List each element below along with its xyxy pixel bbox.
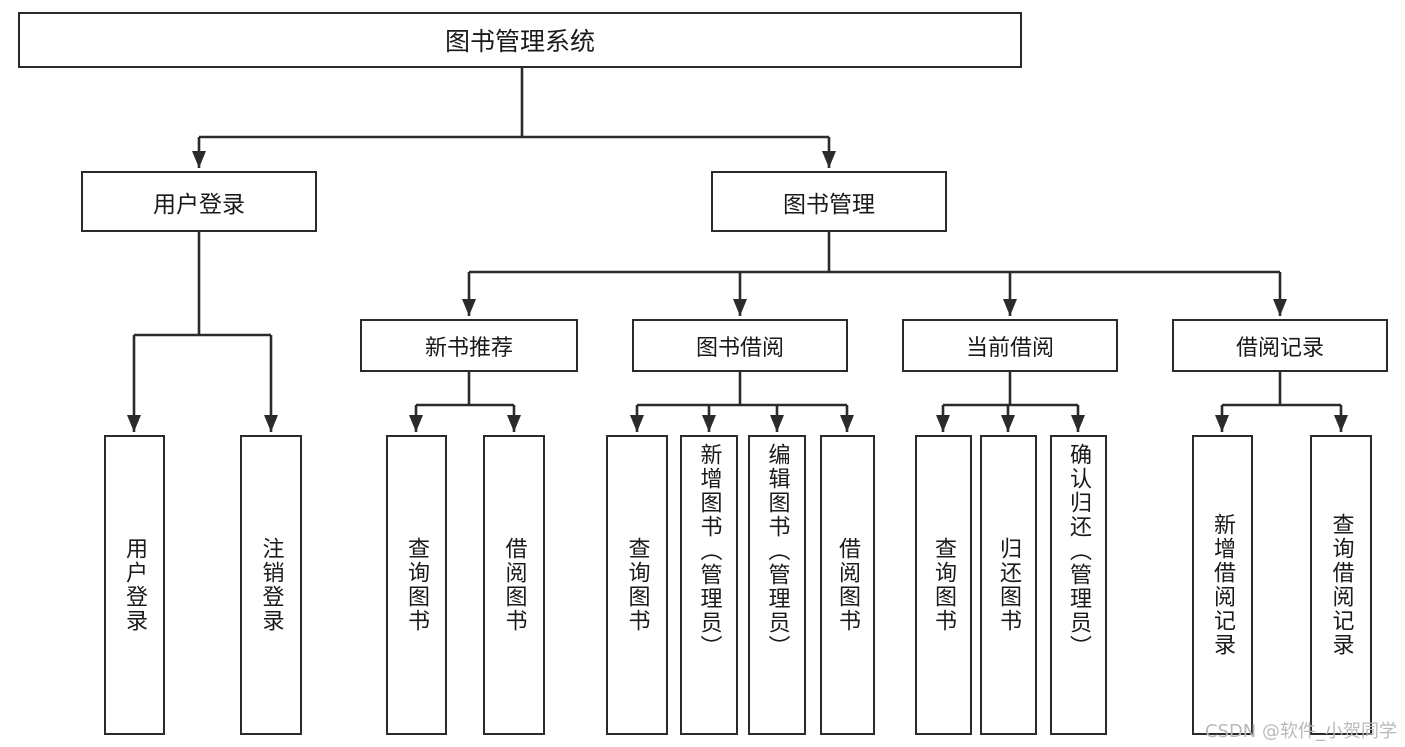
node-leaf-add-record[interactable]: 新增借阅记录 — [1192, 435, 1253, 735]
node-label: 新增借阅记录 — [1210, 513, 1236, 657]
node-label: 借阅记录 — [1235, 335, 1324, 361]
node-leaf-logout[interactable]: 注销登录 — [240, 435, 302, 735]
node-label: 确认归还（管理员） — [1066, 443, 1092, 659]
node-leaf-query-book-current[interactable]: 查询图书 — [915, 435, 972, 735]
node-label: 编辑图书（管理员） — [764, 443, 790, 659]
node-label: 新书推荐 — [424, 335, 513, 361]
node-label: 图书借阅 — [695, 335, 784, 361]
node-leaf-borrow-book-rec[interactable]: 借阅图书 — [483, 435, 545, 735]
node-label: 查询图书 — [404, 537, 430, 633]
node-leaf-return-book[interactable]: 归还图书 — [980, 435, 1037, 735]
node-root[interactable]: 图书管理系统 — [18, 12, 1022, 68]
node-leaf-edit-book[interactable]: 编辑图书（管理员） — [748, 435, 806, 735]
node-label: 新增图书（管理员） — [696, 443, 722, 659]
node-current-borrow[interactable]: 当前借阅 — [902, 319, 1118, 372]
node-leaf-user-login[interactable]: 用户登录 — [104, 435, 165, 735]
node-leaf-query-record[interactable]: 查询借阅记录 — [1310, 435, 1372, 735]
node-label: 用户登录 — [122, 537, 148, 633]
node-label: 借阅图书 — [835, 537, 861, 633]
node-leaf-query-book-borrow[interactable]: 查询图书 — [606, 435, 668, 735]
node-label: 查询图书 — [624, 537, 650, 633]
node-label: 注销登录 — [258, 537, 284, 633]
node-label: 查询借阅记录 — [1328, 513, 1354, 657]
node-user-login[interactable]: 用户登录 — [81, 171, 317, 232]
node-label: 当前借阅 — [965, 335, 1054, 361]
node-book-borrow[interactable]: 图书借阅 — [632, 319, 848, 372]
node-leaf-add-book[interactable]: 新增图书（管理员） — [680, 435, 738, 735]
node-label: 借阅图书 — [501, 537, 527, 633]
node-label: 归还图书 — [996, 537, 1022, 633]
node-leaf-query-book-rec[interactable]: 查询图书 — [386, 435, 447, 735]
node-label: 图书管理系统 — [444, 27, 595, 56]
node-borrow-record[interactable]: 借阅记录 — [1172, 319, 1388, 372]
node-label: 查询图书 — [931, 537, 957, 633]
watermark-text: CSDN @软件_小贺同学 — [1204, 721, 1397, 742]
node-book-manage[interactable]: 图书管理 — [711, 171, 947, 232]
node-label: 图书管理 — [783, 191, 875, 218]
node-leaf-confirm-return[interactable]: 确认归还（管理员） — [1050, 435, 1107, 735]
node-leaf-borrow-book[interactable]: 借阅图书 — [820, 435, 875, 735]
node-new-book-rec[interactable]: 新书推荐 — [360, 319, 578, 372]
node-label: 用户登录 — [153, 191, 245, 218]
